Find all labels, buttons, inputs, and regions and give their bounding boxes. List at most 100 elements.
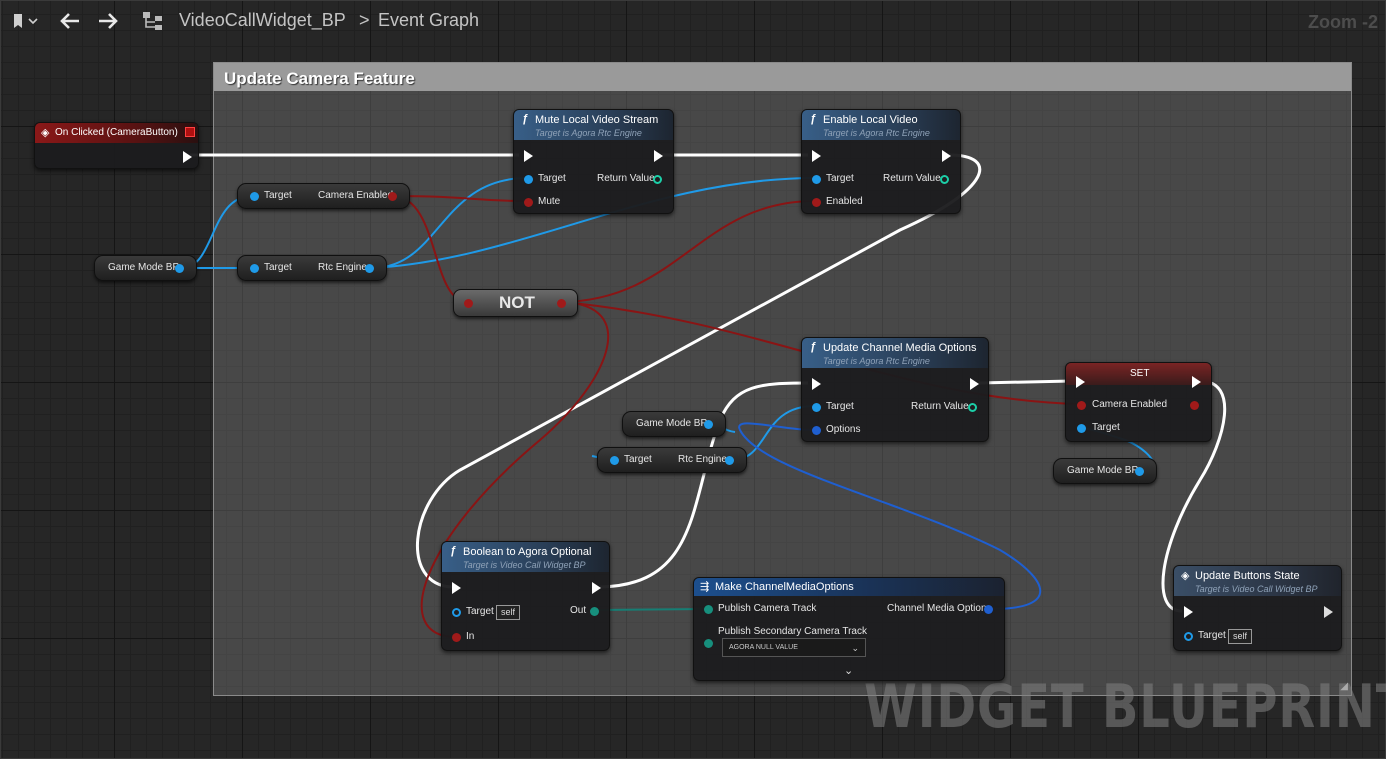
node-title: SET — [1130, 368, 1150, 379]
enable-local-video-node[interactable]: ƒ Enable Local Video Target is Agora Rtc… — [801, 109, 961, 214]
return-value-label: Return Value — [911, 401, 969, 412]
in-pin[interactable] — [452, 633, 461, 642]
exec-out-pin[interactable] — [183, 151, 192, 163]
mute-local-video-stream-node[interactable]: ƒ Mute Local Video Stream Target is Agor… — [513, 109, 674, 214]
return-value-label: Return Value — [597, 173, 655, 184]
target-label: Target — [826, 173, 854, 184]
target-pin[interactable] — [452, 608, 461, 617]
out-pin[interactable] — [590, 607, 599, 616]
camera-enabled-pin[interactable] — [388, 192, 397, 201]
not-boolean-node[interactable]: NOT — [453, 289, 578, 317]
breadcrumb-asset[interactable]: VideoCallWidget_BP — [179, 10, 346, 30]
chevron-down-icon: ⌄ — [851, 643, 859, 653]
optional-wire — [595, 608, 710, 611]
game-mode-bp-node[interactable]: Game Mode BP — [1053, 458, 1157, 484]
game-mode-out-pin[interactable] — [1135, 467, 1144, 476]
target-label: Target — [1198, 630, 1226, 641]
target-pin[interactable] — [610, 456, 619, 465]
exec-out-pin[interactable] — [654, 150, 663, 162]
breadcrumb-graph[interactable]: Event Graph — [378, 10, 480, 30]
exec-in-pin[interactable] — [524, 150, 533, 162]
exec-out-pin[interactable] — [970, 378, 979, 390]
boolean-to-agora-optional-node[interactable]: ƒ Boolean to Agora Optional Target is Vi… — [441, 541, 610, 651]
target-label: Target — [538, 173, 566, 184]
delegate-pin-icon[interactable] — [185, 127, 195, 137]
get-camera-enabled-node[interactable]: Target Camera Enabled — [237, 183, 410, 209]
get-rtc-engine-node[interactable]: Target Rtc Engine — [237, 255, 387, 281]
return-value-pin[interactable] — [968, 403, 977, 412]
camera-enabled-out-pin[interactable] — [1190, 401, 1199, 410]
function-icon: ƒ — [810, 341, 817, 353]
comment-title: Update Camera Feature — [224, 69, 415, 88]
comment-header[interactable]: Update Camera Feature — [214, 63, 1351, 91]
exec-in-pin[interactable] — [1184, 606, 1193, 618]
target-pin[interactable] — [524, 175, 533, 184]
make-channel-media-options-node[interactable]: ⇶ Make ChannelMediaOptions Publish Camer… — [693, 577, 1005, 681]
target-label: Target — [264, 262, 292, 273]
back-button[interactable] — [56, 8, 84, 34]
publish-secondary-camera-track-pin[interactable] — [704, 639, 713, 648]
update-channel-media-options-node[interactable]: ƒ Update Channel Media Options Target is… — [801, 337, 989, 442]
update-buttons-state-node[interactable]: ◈ Update Buttons State Target is Video C… — [1173, 565, 1342, 651]
forward-button[interactable] — [94, 8, 122, 34]
target-self-field[interactable]: self — [1228, 629, 1253, 644]
enabled-pin[interactable] — [812, 198, 821, 207]
channel-media-options-pin[interactable] — [984, 605, 993, 614]
target-pin[interactable] — [250, 192, 259, 201]
return-value-pin[interactable] — [653, 175, 662, 184]
node-subtitle: Target is Agora Rtc Engine — [823, 356, 930, 366]
exec-in-pin[interactable] — [812, 150, 821, 162]
target-pin[interactable] — [1184, 632, 1193, 641]
exec-out-pin[interactable] — [942, 150, 951, 162]
target-self-field[interactable]: self — [496, 605, 521, 620]
event-diamond-icon: ◈ — [41, 127, 50, 139]
exec-out-pin[interactable] — [1192, 376, 1201, 388]
exec-wire — [416, 153, 981, 589]
not-in-pin[interactable] — [464, 299, 473, 308]
function-icon: ◈ — [1181, 570, 1190, 582]
return-value-label: Return Value — [883, 173, 941, 184]
widget-blueprint-watermark: WIDGET BLUEPRINT — [864, 672, 1386, 742]
target-pin[interactable] — [250, 264, 259, 273]
target-pin[interactable] — [812, 403, 821, 412]
node-title: Update Channel Media Options — [823, 342, 977, 354]
game-mode-out-pin[interactable] — [175, 264, 184, 273]
resize-handle-icon[interactable]: ◢ — [1340, 681, 1348, 692]
node-subtitle: Target is Video Call Widget BP — [1195, 584, 1318, 594]
camera-enabled-label: Camera Enabled — [318, 190, 394, 201]
not-out-pin[interactable] — [557, 299, 566, 308]
mute-pin[interactable] — [524, 198, 533, 207]
expand-pins-chevron-icon[interactable]: ⌄ — [844, 665, 854, 677]
exec-out-pin[interactable] — [1324, 606, 1333, 618]
target-pin[interactable] — [1077, 424, 1086, 433]
exec-in-pin[interactable] — [452, 582, 461, 594]
target-pin[interactable] — [812, 175, 821, 184]
node-title: Make ChannelMediaOptions — [715, 581, 854, 593]
camera-enabled-in-pin[interactable] — [1077, 401, 1086, 410]
game-mode-label: Game Mode BP — [108, 262, 180, 273]
bookmark-dropdown[interactable] — [8, 8, 42, 34]
exec-in-pin[interactable] — [1076, 376, 1085, 388]
game-mode-label: Game Mode BP — [1067, 465, 1139, 476]
node-title: Boolean to Agora Optional — [463, 546, 592, 558]
game-mode-out-pin[interactable] — [704, 420, 713, 429]
node-subtitle: Target is Video Call Widget BP — [463, 560, 586, 570]
struct-wire — [738, 422, 1042, 610]
return-value-pin[interactable] — [940, 175, 949, 184]
set-camera-enabled-node[interactable]: SET Camera Enabled Target — [1065, 362, 1212, 442]
dropdown-value: AGORA NULL VALUE — [729, 644, 798, 651]
rtc-engine-pin[interactable] — [725, 456, 734, 465]
publish-secondary-dropdown[interactable]: AGORA NULL VALUE ⌄ — [722, 638, 866, 657]
game-mode-bp-node[interactable]: Game Mode BP — [94, 255, 197, 281]
get-rtc-engine-node[interactable]: Target Rtc Engine — [597, 447, 747, 473]
bookmark-icon — [14, 14, 38, 28]
exec-out-pin[interactable] — [592, 582, 601, 594]
bool-wire — [391, 195, 528, 202]
options-pin[interactable] — [812, 426, 821, 435]
publish-camera-track-pin[interactable] — [704, 605, 713, 614]
game-mode-bp-node[interactable]: Game Mode BP — [622, 411, 726, 437]
exec-wire — [1161, 379, 1227, 613]
rtc-engine-pin[interactable] — [365, 264, 374, 273]
exec-in-pin[interactable] — [812, 378, 821, 390]
on-clicked-event-node[interactable]: ◈ On Clicked (CameraButton) — [34, 122, 199, 169]
